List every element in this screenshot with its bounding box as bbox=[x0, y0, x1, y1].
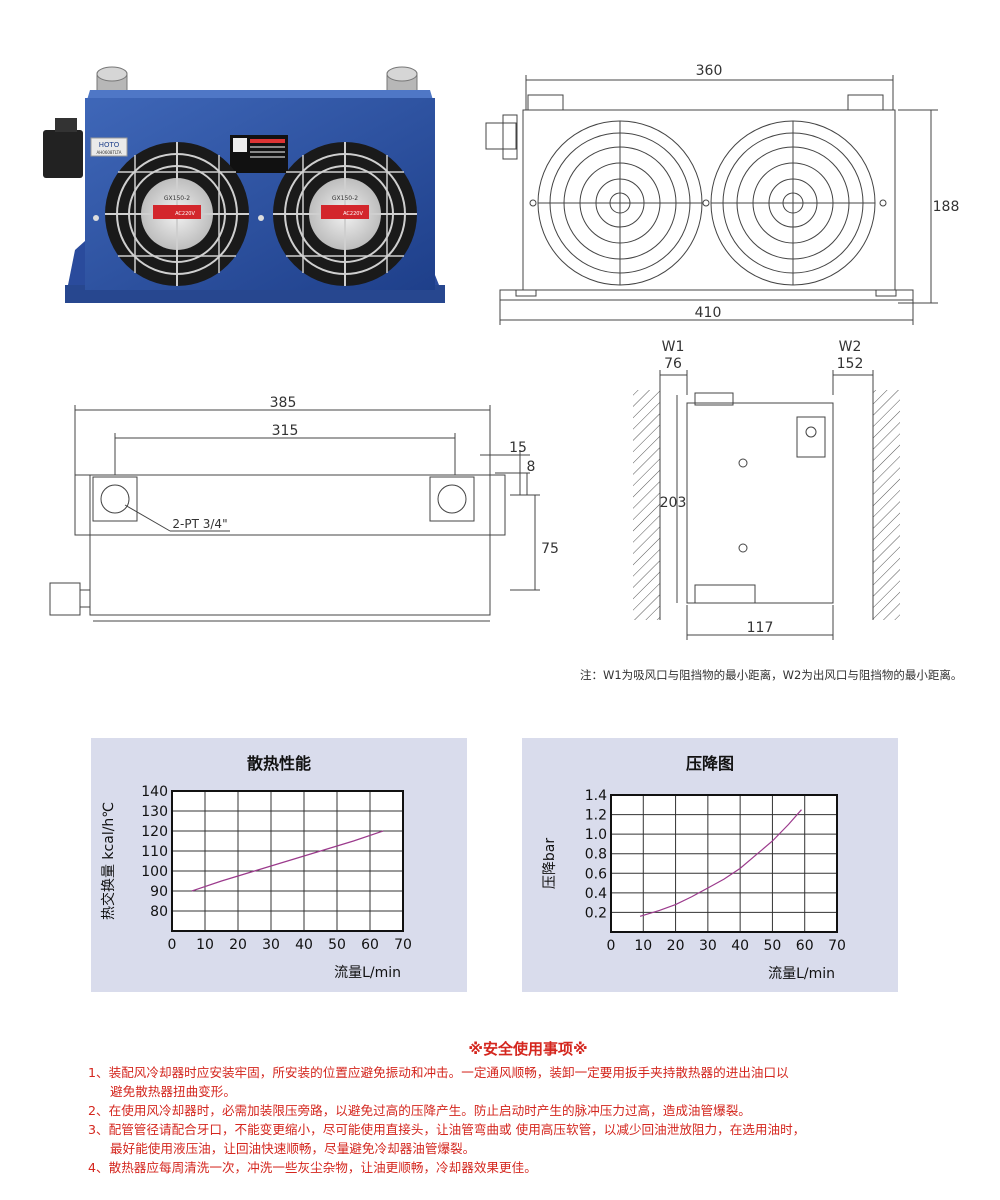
brand-label: HOTO bbox=[99, 141, 120, 149]
heat-x-label: 流量L/min bbox=[334, 965, 401, 981]
pressure-y-tick: 0.4 bbox=[585, 886, 607, 902]
heat-x-tick: 40 bbox=[295, 937, 313, 953]
pressure-y-tick: 0.8 bbox=[585, 847, 607, 863]
pressure-x-tick: 0 bbox=[607, 938, 616, 954]
dim-315: 315 bbox=[272, 423, 299, 439]
side-view-drawing: W1 76 W2 152 203 117 bbox=[633, 339, 900, 640]
pressure-x-tick: 50 bbox=[764, 938, 782, 954]
heat-chart-title: 散热性能 bbox=[246, 754, 311, 773]
fan-right: GX150-2 AC220V bbox=[273, 142, 417, 286]
heat-y-tick: 100 bbox=[141, 864, 168, 880]
pressure-y-tick: 0.2 bbox=[585, 905, 607, 921]
pressure-y-label: 压降bar bbox=[542, 838, 558, 889]
safety-item-3: 3、配管管径请配合牙口，不能变更缩小，尽可能使用直接头，让油管弯曲或 使用高压软… bbox=[88, 1122, 806, 1137]
pressure-y-tick: 1.4 bbox=[585, 788, 607, 804]
heat-y-tick: 120 bbox=[141, 824, 168, 840]
pressure-x-tick: 60 bbox=[796, 938, 814, 954]
dim-360: 360 bbox=[696, 63, 723, 79]
safety-item-3-cont: 最好能使用液压油，让回油快速顺畅，尽量避免冷却器油管爆裂。 bbox=[110, 1141, 476, 1156]
heat-y-tick: 110 bbox=[141, 844, 168, 860]
heat-x-tick: 70 bbox=[394, 937, 412, 953]
pressure-x-tick: 10 bbox=[634, 938, 652, 954]
front-view-drawing: 360 188 410 bbox=[485, 63, 960, 325]
heat-y-tick: 140 bbox=[141, 784, 168, 800]
dim-410: 410 bbox=[695, 305, 722, 321]
heat-x-tick: 60 bbox=[361, 937, 379, 953]
safety-item-1: 1、装配风冷却器时应安装牢固，所安装的位置应避免振动和冲击。一定通风顺畅，装卸一… bbox=[88, 1065, 789, 1080]
clearance-note: 注：W1为吸风口与阻挡物的最小距离，W2为出风口与阻挡物的最小距离。 bbox=[580, 668, 963, 682]
heat-chart-svg: 0 10 20 30 40 50 60 70 80 90 100 110 120 130 140 流量L/mi… bbox=[100, 784, 412, 981]
pressure-chart-svg: 0 10 20 30 40 50 60 70 0.2 0.4 0.6 0.8 1.0 1.2 1.4 流量L/… bbox=[542, 788, 846, 982]
w1-label: W1 bbox=[662, 339, 685, 355]
fan-voltage-left: AC220V bbox=[175, 211, 195, 217]
w1-value: 76 bbox=[664, 356, 682, 372]
pressure-y-tick: 1.2 bbox=[585, 808, 607, 824]
top-view-drawing: 385 315 15 8 75 2-PT 3/4" bbox=[49, 395, 559, 622]
safety-item-4: 4、散热器应每周清洗一次，冲洗一些灰尘杂物，让油更顺畅，冷却器效果更佳。 bbox=[88, 1160, 537, 1175]
pressure-plot-border bbox=[610, 794, 838, 933]
dim-203: 203 bbox=[660, 495, 687, 511]
heat-y-tick: 80 bbox=[150, 904, 168, 920]
pressure-x-tick: 40 bbox=[731, 938, 749, 954]
pressure-x-tick: 20 bbox=[667, 938, 685, 954]
fan-label-left: GX150-2 bbox=[164, 195, 190, 202]
pressure-chart-panel: 压降图 0 10 20 30 40 50 60 70 0.2 0.4 0.6 0.8 1.0 1.2 1.4… bbox=[522, 738, 898, 992]
heat-y-tick: 90 bbox=[150, 884, 168, 900]
w2-value: 152 bbox=[837, 356, 864, 372]
heat-x-tick: 10 bbox=[196, 937, 214, 953]
port-label: 2-PT 3/4" bbox=[172, 517, 227, 531]
heat-y-label: 热交换量 kcal/h℃ bbox=[100, 802, 117, 920]
safety-title: ※安全使用事项※ bbox=[468, 1040, 588, 1058]
pressure-series-line-0 bbox=[639, 809, 802, 917]
fan-label-right: GX150-2 bbox=[332, 195, 358, 202]
dim-188: 188 bbox=[933, 199, 960, 215]
pressure-x-label: 流量L/min bbox=[768, 966, 835, 982]
heat-x-tick: 30 bbox=[262, 937, 280, 953]
pressure-plot-area bbox=[611, 795, 837, 932]
pressure-y-tick: 0.6 bbox=[585, 866, 607, 882]
pressure-y-tick: 1.0 bbox=[585, 827, 607, 843]
pressure-chart-title: 压降图 bbox=[685, 754, 734, 773]
product-photo: HOTO AH0608TLTA GX150-2 AC220V GX150-2 bbox=[43, 66, 445, 303]
heat-y-tick: 130 bbox=[141, 804, 168, 820]
fan-left: GX150-2 AC220V bbox=[105, 142, 249, 286]
heat-x-tick: 50 bbox=[328, 937, 346, 953]
dim-8: 8 bbox=[527, 459, 536, 475]
heat-x-tick: 20 bbox=[229, 937, 247, 953]
brand-sub: AH0608TLTA bbox=[97, 150, 122, 155]
heat-series-line-0 bbox=[191, 830, 384, 892]
dim-15: 15 bbox=[509, 440, 527, 456]
heat-chart-panel: 散热性能 0 10 20 30 40 50 60 70 80 90 100 110 120 130 140 流… bbox=[91, 738, 467, 992]
fan-voltage-right: AC220V bbox=[343, 211, 363, 217]
safety-section: ※安全使用事项※ 1、装配风冷却器时应安装牢固，所安装的位置应避免振动和冲击。一… bbox=[88, 1040, 968, 1177]
safety-item-2: 2、在使用风冷却器时，必需加装限压旁路，以避免过高的压降产生。防止启动时产生的脉… bbox=[88, 1103, 751, 1118]
heat-x-tick: 0 bbox=[168, 937, 177, 953]
dim-385: 385 bbox=[270, 395, 297, 411]
pressure-x-tick: 30 bbox=[699, 938, 717, 954]
heat-plot-border bbox=[171, 790, 404, 932]
dim-117: 117 bbox=[747, 620, 774, 636]
w2-label: W2 bbox=[839, 339, 862, 355]
pressure-x-tick: 70 bbox=[828, 938, 846, 954]
dim-75: 75 bbox=[541, 541, 559, 557]
safety-item-1-cont: 避免散热器扭曲变形。 bbox=[110, 1084, 236, 1099]
